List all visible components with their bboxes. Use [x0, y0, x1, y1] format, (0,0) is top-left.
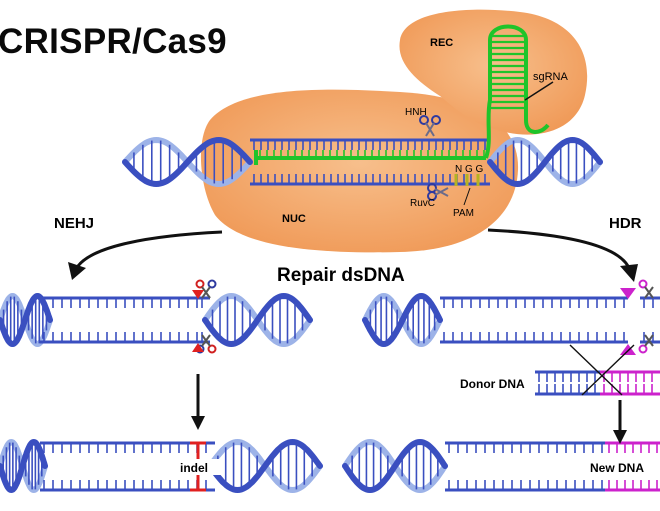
nehj-bottom-scissors-icon: [195, 334, 217, 354]
sgrna-pointer: [524, 81, 554, 101]
nehj-cut-marker-top: [192, 290, 204, 299]
nehj-cut-marker-bottom: [192, 343, 204, 352]
hdr-arrow: [487, 228, 630, 267]
hdr-arrowhead: [620, 264, 638, 282]
top-right-helix-front-strand: [487, 136, 603, 188]
hnh-scissors-icon: [419, 115, 441, 137]
donor-dna-label: Donor DNA: [460, 377, 525, 391]
indel-label-bg: [178, 459, 224, 475]
hdr-ladder-end: [640, 296, 660, 344]
sgrna-label: sgRNA: [533, 71, 569, 83]
hdr-ladder: [440, 296, 628, 344]
repaired-left-ladder: [40, 441, 215, 492]
pam-pointer: [463, 187, 471, 206]
hdr-cut-marker-bottom: [620, 344, 636, 355]
hdr-cut-marker-top: [620, 288, 636, 299]
nehj-right-helix-front-strand: [202, 292, 313, 348]
top-ladder: [250, 138, 490, 186]
nuc-label: NUC: [282, 213, 306, 225]
repaired-left-helix-a-front-strand: [0, 438, 48, 494]
hnh-label: HNH: [405, 107, 427, 118]
sgrna-hairpin-rungs: [259, 34, 526, 158]
repaired-left-helix-a: [0, 438, 48, 494]
nehj-arrow: [76, 230, 223, 267]
repaired-right-helix: [342, 438, 448, 494]
indel-label: indel: [180, 461, 208, 475]
repaired-right-ladder: [445, 441, 605, 492]
top-left-helix-front-strand: [122, 136, 253, 188]
nehj-label: NEHJ: [54, 215, 94, 232]
nehj-top-scissors-icon: [195, 279, 217, 299]
hdr-left-helix-front-strand: [362, 292, 443, 348]
hdr-left-helix: [362, 292, 443, 348]
nehj-arrowhead: [68, 262, 86, 280]
hdr-top-scissors-icon: [638, 279, 654, 299]
repaired-left-helix-b-front-strand: [207, 438, 323, 494]
nehj-down-arrowhead: [191, 416, 205, 430]
top-left-helix: [122, 136, 253, 188]
new-dna-label-bg: [588, 459, 650, 475]
hdr-label: HDR: [609, 215, 642, 232]
dna-rungs: [40, 138, 660, 492]
pam-label: PAM: [453, 208, 474, 219]
pam-marks: [454, 174, 480, 186]
repair-label: Repair dsDNA: [277, 265, 405, 286]
nehj-left-helix: [0, 292, 53, 348]
nehj-right-helix: [202, 292, 313, 348]
hdr-crossover-lines: [569, 344, 635, 396]
donor-ladder-blue: [535, 370, 600, 396]
nehj-ladder: [40, 296, 198, 344]
repaired-right-new-dna: [605, 441, 660, 492]
top-right-helix: [487, 136, 603, 188]
repaired-left-helix-b: [207, 438, 323, 494]
page-title: CRISPR/Cas9: [0, 22, 227, 61]
rec-label: REC: [430, 37, 453, 49]
new-dna-label: New DNA: [590, 461, 644, 475]
ruvc-label: RuvC: [410, 198, 435, 209]
nuc-lobe: [200, 89, 519, 253]
ngg-label: N G G: [455, 164, 484, 175]
hdr-down-arrowhead: [613, 430, 627, 444]
ruvc-scissors-icon: [427, 183, 449, 201]
hdr-bottom-scissors-icon: [638, 334, 654, 354]
donor-ladder-magenta: [600, 370, 660, 396]
repaired-right-helix-front-strand: [342, 438, 448, 494]
